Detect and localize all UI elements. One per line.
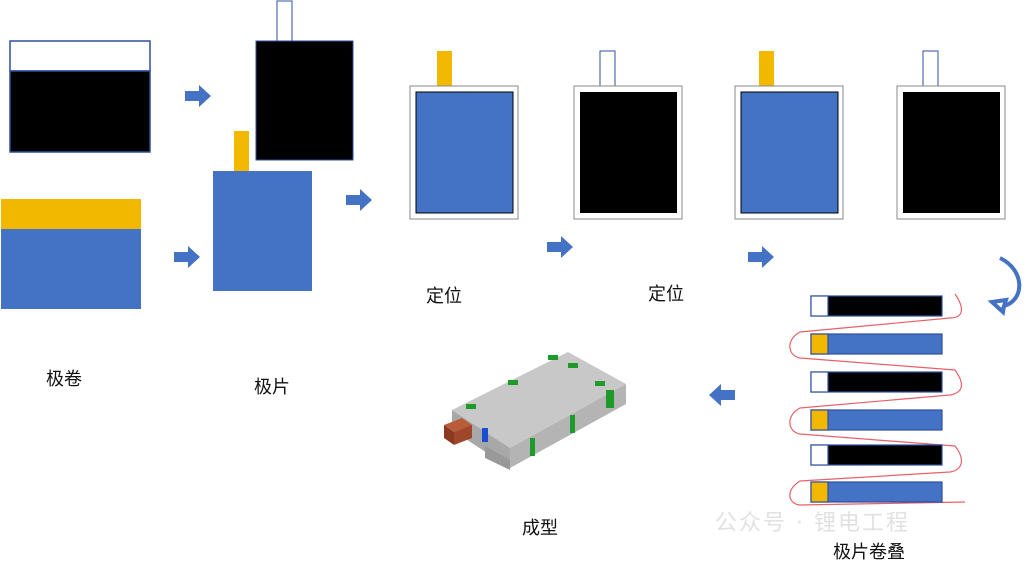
positioned-cathode-1 bbox=[409, 51, 519, 220]
cathode-roll bbox=[1, 199, 141, 309]
positioned-anode-1 bbox=[573, 50, 683, 220]
watermark: 公众号 · 锂电工程 bbox=[715, 511, 910, 536]
curved-arrow-icon bbox=[987, 256, 1022, 316]
arrow-right-icon bbox=[748, 246, 774, 268]
label-electrode-roll: 极卷 bbox=[46, 369, 82, 390]
anode-sheet bbox=[255, 0, 354, 161]
label-positioning-2: 定位 bbox=[648, 284, 684, 305]
arrow-right-icon bbox=[547, 236, 573, 258]
label-forming: 成型 bbox=[522, 518, 558, 539]
formed-battery-cell bbox=[444, 352, 626, 470]
positioned-anode-2 bbox=[896, 50, 1006, 220]
cathode-sheet bbox=[213, 131, 312, 291]
arrow-right-icon bbox=[185, 85, 211, 107]
label-electrode-sheet: 极片 bbox=[254, 377, 290, 398]
arrow-right-icon bbox=[174, 246, 200, 268]
arrow-left-icon bbox=[709, 384, 735, 406]
anode-roll bbox=[9, 40, 151, 153]
z-fold-stack bbox=[789, 293, 966, 506]
arrow-right-icon bbox=[346, 189, 372, 211]
label-stacking: 极片卷叠 bbox=[833, 542, 905, 563]
label-positioning-1: 定位 bbox=[426, 286, 462, 307]
positioned-cathode-2 bbox=[734, 51, 844, 220]
